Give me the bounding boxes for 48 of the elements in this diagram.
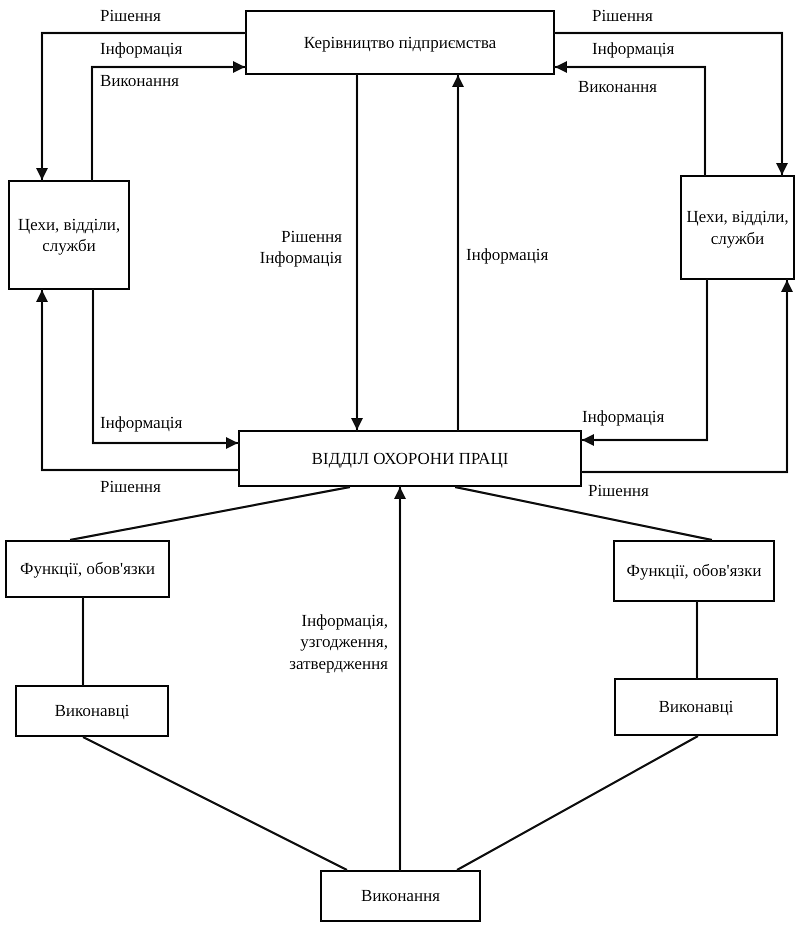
arrow xyxy=(582,280,793,474)
edge-label: Рішення xyxy=(592,5,653,26)
process-box xyxy=(614,678,778,736)
process-box xyxy=(613,540,775,602)
node-text: Функції, обов'язки xyxy=(20,558,155,580)
arrow xyxy=(555,32,788,175)
node-text: Виконавці xyxy=(658,696,734,718)
node-text: ВІДДІЛ ОХОРОНИ ПРАЦІ xyxy=(312,448,508,470)
edge-label: Рішення xyxy=(588,480,649,502)
node-text: Керівництво підприємства xyxy=(304,32,496,54)
arrow xyxy=(452,75,464,430)
process-box xyxy=(245,10,555,75)
arrow xyxy=(90,61,245,180)
process-box xyxy=(5,540,170,598)
arrow xyxy=(36,290,238,472)
node-text: Цехи, відділи, служби xyxy=(16,214,122,256)
connector-line xyxy=(82,598,84,685)
node-text: Виконання xyxy=(361,885,440,907)
edge-label: Рішення xyxy=(100,476,161,498)
process-box xyxy=(15,685,169,737)
connector-line xyxy=(696,602,698,678)
edge-label: Інформація, узгодження, затвердження xyxy=(288,610,388,674)
flow-label: Інформація xyxy=(100,38,182,60)
connector-line xyxy=(70,486,350,542)
arrow xyxy=(582,280,708,446)
process-box xyxy=(320,870,481,922)
edge-label: Інформація xyxy=(466,244,548,266)
flow-label: Інформація xyxy=(592,38,674,60)
arrow xyxy=(394,487,406,870)
arrow xyxy=(92,290,238,449)
edge-label: Рішення xyxy=(100,5,161,26)
edge-label: Рішення Інформація xyxy=(258,226,342,268)
edge-label: Виконання xyxy=(578,76,657,98)
edge-label: Виконання xyxy=(100,70,179,92)
arrow xyxy=(555,61,706,175)
edge-label: Інформація xyxy=(582,406,664,428)
process-box xyxy=(680,175,795,280)
node-text: Виконавці xyxy=(54,700,130,722)
node-text: Цехи, відділи, служби xyxy=(685,206,790,249)
connector-line xyxy=(82,736,348,871)
process-box xyxy=(8,180,130,290)
arrow xyxy=(351,75,363,430)
edge-label: Інформація xyxy=(100,412,182,434)
connector-line xyxy=(454,486,712,542)
arrow xyxy=(36,32,245,180)
process-box xyxy=(238,430,582,487)
node-text: Функції, обов'язки xyxy=(626,560,762,582)
connector-line xyxy=(456,735,699,871)
